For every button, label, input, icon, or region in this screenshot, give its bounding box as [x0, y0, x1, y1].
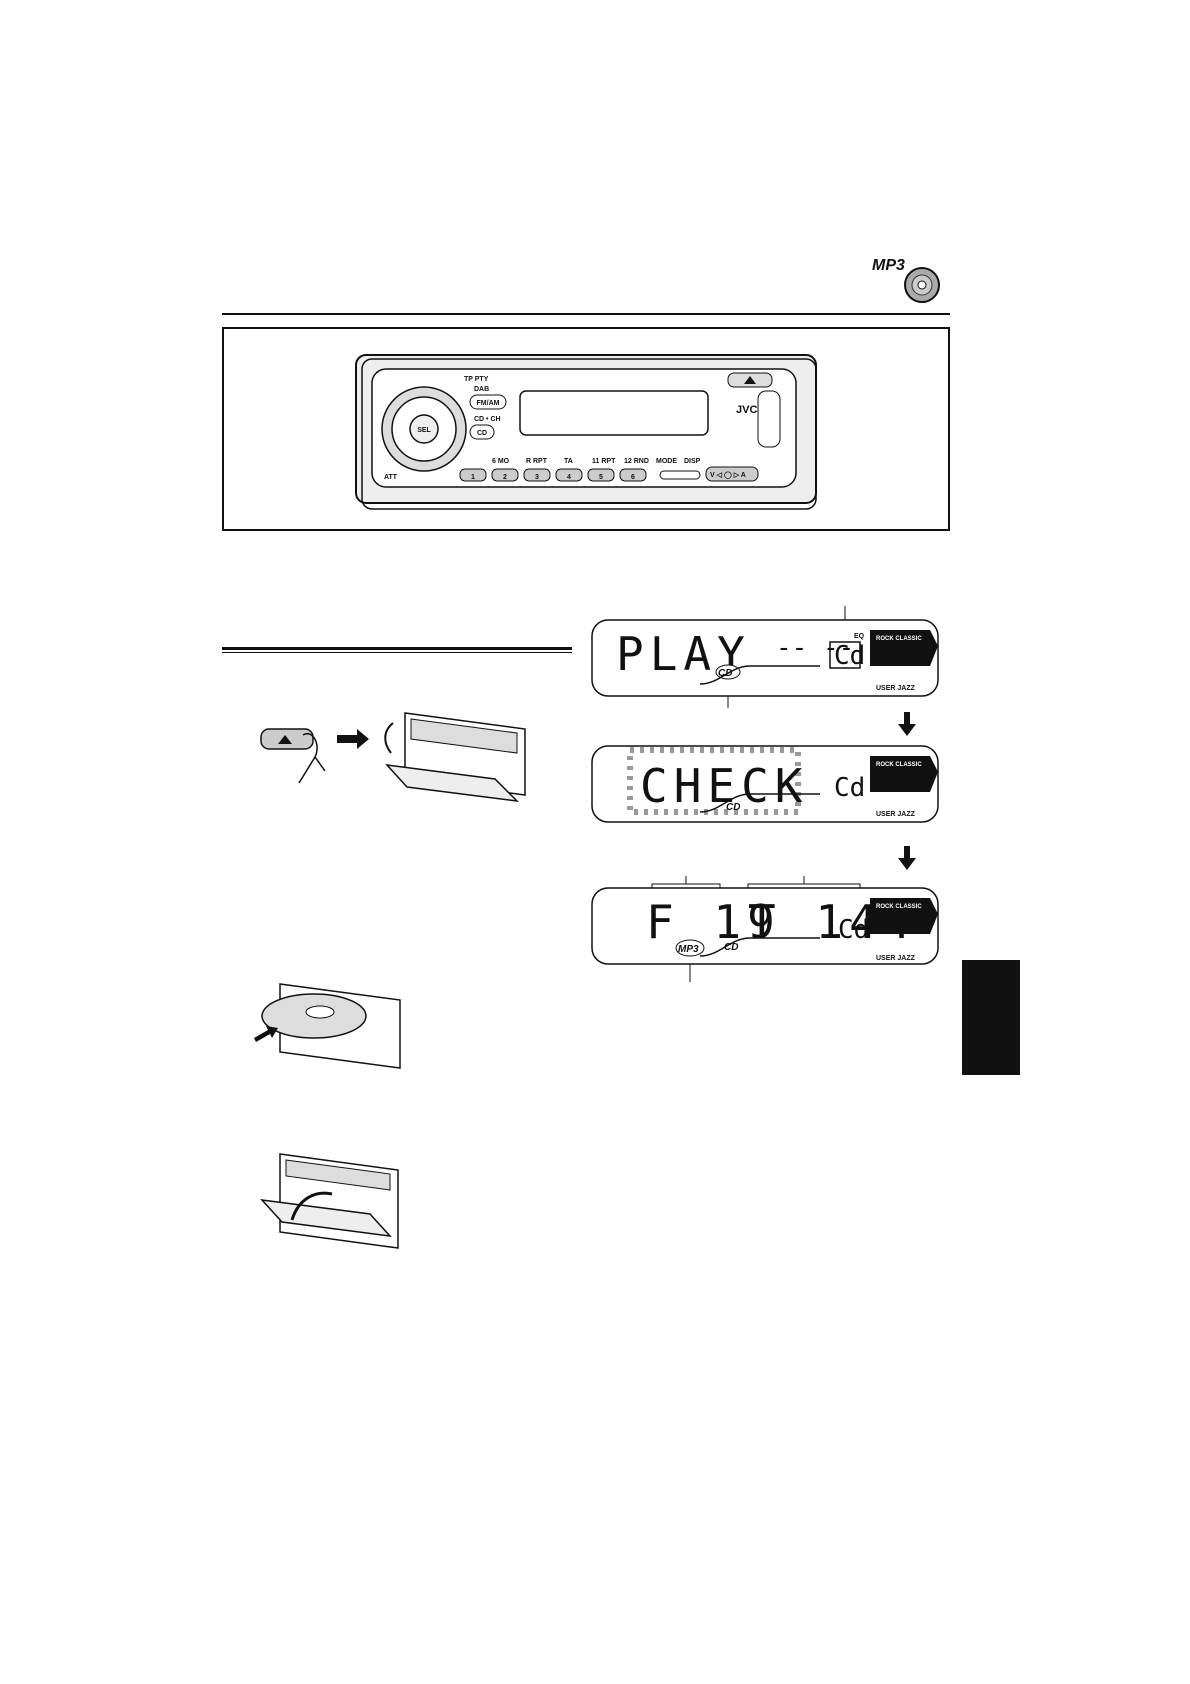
sel-button-label: SEL [417, 427, 431, 434]
mp3-logo-text: MP3 [872, 257, 905, 274]
preset-2-label: 2 [503, 474, 507, 481]
preset-button-4[interactable] [555, 468, 583, 482]
mode-disp-buttons[interactable] [659, 470, 701, 480]
att-label: ATT [384, 474, 398, 481]
preset-label-0: 6 MO [492, 458, 510, 465]
display-folder-track: F 19 T 144 Cd MP3 CD ROCK CLASSIC USER J… [590, 876, 942, 982]
preset-label-6: DISP [684, 458, 701, 465]
top-rule [222, 313, 950, 315]
fm-am-button[interactable] [469, 394, 507, 410]
arrow-down-icon [898, 846, 916, 870]
arrow-close-icon [290, 1191, 333, 1221]
cd-badge: CD [718, 668, 732, 679]
open-panel-drawing [384, 712, 526, 803]
eq-label: EQ [854, 633, 865, 640]
right-text: Cd [834, 641, 865, 671]
preset-button-2[interactable] [491, 468, 519, 482]
folder-text: F 19 [646, 895, 781, 949]
eq-top-label: ROCK CLASSIC [876, 636, 922, 642]
eq-badge [870, 898, 938, 934]
eq-bottom-label: USER JAZZ [876, 955, 916, 962]
cd-button[interactable] [469, 424, 495, 440]
preset-button-5[interactable] [587, 468, 615, 482]
step-insert-disc-illustration [250, 978, 410, 1078]
display-check: CHECK Cd CD ROCK CLASSIC USER JAZZ [590, 740, 942, 830]
cd-button-label: CD [477, 430, 487, 437]
blink-rays [627, 747, 801, 815]
step-open-panel-illustration [255, 705, 535, 815]
front-panel-box: SEL DAB TP PTY FM/AM CD • CH CD JVC 6 MO… [222, 327, 950, 531]
eq-badge [870, 630, 938, 666]
finger-drawing [298, 732, 326, 784]
preset-labels: 6 MO R RPT TA 11 RPT 12 RND MODE DISP [492, 458, 701, 465]
eq-badge [870, 756, 938, 792]
side-tab [962, 960, 1020, 1075]
disc-icon [904, 267, 940, 303]
preset-label-4: 12 RND [624, 458, 649, 465]
cd-ch-label: CD • CH [474, 416, 501, 423]
preset-5-label: 5 [599, 474, 603, 481]
preset-4-label: 4 [567, 474, 571, 481]
eq-bottom-label: USER JAZZ [876, 685, 916, 692]
vol-rocker[interactable] [705, 466, 759, 482]
mp3-logo: MP3 [872, 254, 940, 304]
eject-icon [278, 735, 292, 744]
eq-top-label: ROCK CLASSIC [876, 904, 922, 910]
preset-button-6[interactable] [619, 468, 647, 482]
preset-label-5: MODE [656, 458, 677, 465]
eq-top-label: ROCK CLASSIC [876, 762, 922, 768]
mp3-badge: MP3 [678, 944, 699, 955]
fm-am-label: FM/AM [477, 400, 500, 407]
tp-pty-label: TP PTY [464, 376, 489, 383]
main-text: CHECK [640, 759, 808, 813]
right-text: Cd [838, 915, 869, 945]
preset-1-label: 1 [471, 474, 475, 481]
arrow-insert-icon [254, 1026, 278, 1042]
lcd-window [519, 390, 709, 436]
preset-label-2: TA [564, 458, 573, 465]
dashes-text: -- -- [776, 633, 854, 663]
vol-label: V ◁ ◯ ▷ A [710, 471, 746, 479]
step-close-panel-illustration [258, 1150, 408, 1254]
preset-3-label: 3 [535, 474, 539, 481]
preset-6-label: 6 [631, 474, 635, 481]
right-text: Cd [834, 773, 865, 803]
brand-label: JVC [736, 404, 757, 416]
preset-button-1[interactable] [459, 468, 487, 482]
volume-knob[interactable]: SEL [381, 386, 467, 472]
eq-bottom-label: USER JAZZ [876, 811, 916, 818]
section-rule [222, 647, 572, 653]
dab-label: DAB [474, 386, 489, 393]
arrow-down-icon [898, 712, 916, 736]
car-stereo-illustration: SEL DAB TP PTY FM/AM CD • CH CD JVC 6 MO… [355, 354, 817, 510]
preset-label-1: R RPT [526, 458, 548, 465]
cd-badge: CD [726, 802, 740, 813]
preset-buttons[interactable]: 1 2 3 4 5 6 [459, 468, 647, 482]
arrow-right-icon [337, 729, 369, 749]
preset-label-3: 11 RPT [592, 458, 616, 465]
control-rocker[interactable] [757, 390, 781, 448]
eject-icon [744, 376, 756, 384]
preset-button-3[interactable] [523, 468, 551, 482]
cd-indicator-box [829, 641, 861, 669]
cd-badge: CD [724, 942, 738, 953]
display-play: PLAY -- -- Cd CD ROCK CLASSIC USER JAZZ … [590, 606, 942, 708]
